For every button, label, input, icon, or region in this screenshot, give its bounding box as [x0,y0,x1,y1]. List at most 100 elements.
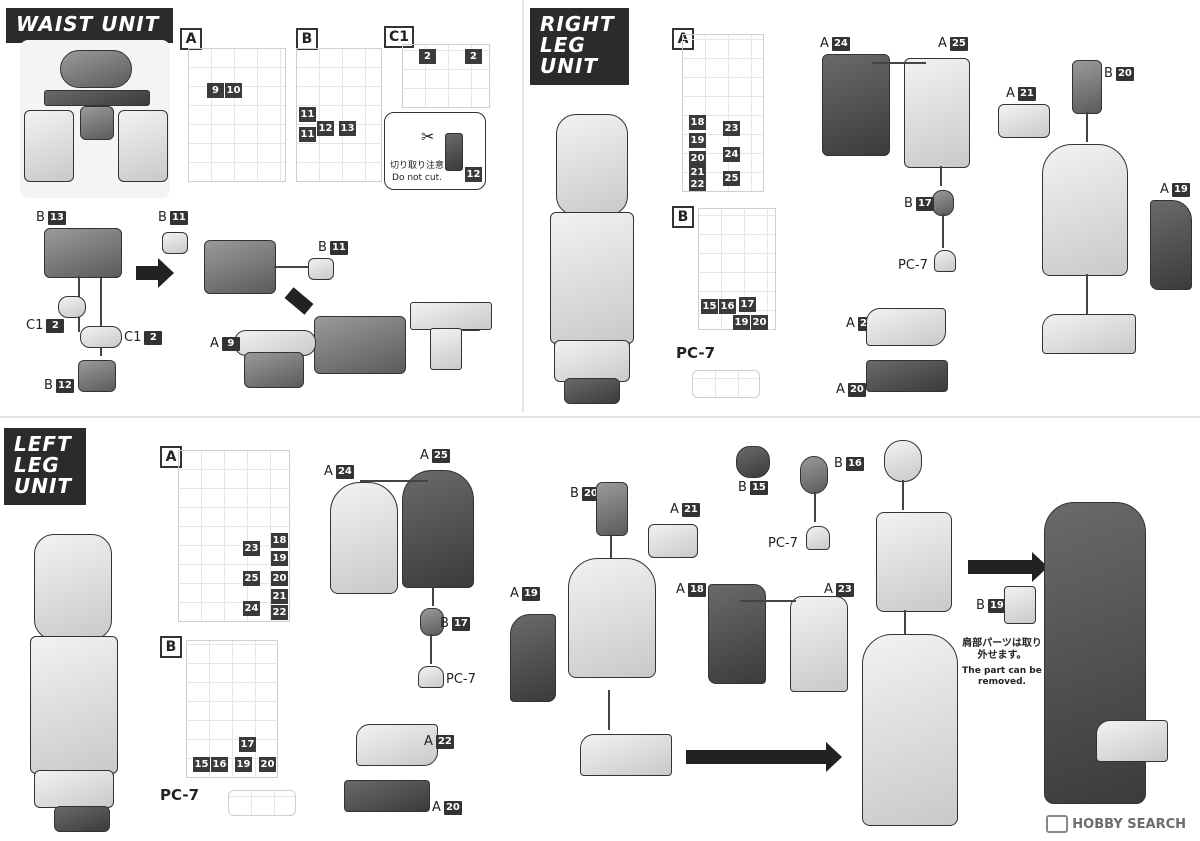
waist-part-b11-left [162,232,188,254]
left-leg-runner-b-num: 16 [211,757,228,772]
left-leg-guide-line [360,480,428,482]
lower-guide-line [814,492,816,522]
panel-divider-vertical [522,0,524,412]
waist-callout-part [445,133,463,171]
waist-runner-c1-label: C1 [384,26,414,48]
waist-unit-panel: WAIST UNIT A 9 10 B 11 12 13 11 C1 2 2 ✂… [0,0,518,412]
right-leg-unit-panel: RIGHT LEG UNIT A 18 19 20 21 22 23 24 25… [526,0,1200,412]
lower-part-final-foot [1096,720,1168,762]
right-leg-part-assembled [1042,144,1128,276]
right-leg-title: RIGHT LEG UNIT [530,8,629,85]
waist-figure-right-thigh [118,110,168,182]
lower-guide-line [740,600,796,602]
left-leg-runner-b-num: 17 [239,737,256,752]
right-leg-runner-a-num: 20 [689,151,706,166]
waist-guide-line [274,266,308,268]
removable-note-jp: 肩部パーツは取り外せます。 [962,638,1042,661]
lower-part-pc7 [806,526,830,550]
waist-reference-figure [20,40,170,198]
lower-part-assembled [568,558,656,678]
left-leg-runner-a-num: 21 [271,589,288,604]
lower-guide-line [902,480,904,510]
right-leg-part-a20 [866,360,948,392]
lower-part-a19 [510,614,556,702]
right-leg-runner-b-num: 16 [719,299,736,314]
right-leg-runner-a-num: 23 [723,121,740,136]
waist-runner-a-num: 10 [225,83,242,98]
right-leg-part-a24 [822,54,890,156]
right-leg-title-line: UNIT [540,54,599,78]
waist-callout-jp: 切り取り注意 [389,161,444,171]
left-leg-runner-b-label: B [160,636,182,658]
right-leg-part-a19 [1150,200,1192,290]
left-leg-runner-a-num: 25 [243,571,260,586]
waist-figure-crotch [80,106,114,140]
waist-runner-b-num: 11 [299,107,316,122]
lower-step-arrow-bottom [686,742,842,772]
lower-part-b16 [800,456,828,494]
waist-figure-left-thigh [24,110,74,182]
waist-step-arrow-diagonal [284,287,314,315]
right-leg-runner-a-num: 21 [689,165,706,180]
waist-runner-b-label: B [296,28,318,50]
right-leg-figure-foot [564,378,620,404]
right-leg-guide-line [940,166,942,186]
waist-part-a9-base [244,352,304,388]
waist-part-a10 [410,302,492,330]
left-leg-part-b17 [420,608,444,636]
lower-guide-line [610,534,612,558]
waist-step-arrow [136,258,174,288]
lower-guide-line [904,610,906,634]
waist-runner-a-label: A [180,28,202,50]
left-leg-part-a25 [402,470,474,588]
right-leg-runner-b-num: 17 [739,297,756,312]
lower-guide-line [608,690,610,730]
lower-part-b20 [596,482,628,536]
right-leg-title-line: RIGHT [540,12,615,36]
waist-callout-en: Do not cut. [392,173,442,183]
left-leg-unit-panel: LEFT LEG UNIT A 23 18 19 25 20 21 24 22 … [0,420,480,841]
waist-part-assembled-2 [314,316,406,374]
right-leg-runner-a: 18 19 20 21 22 23 24 25 [682,34,764,192]
right-leg-part-foot [1042,314,1136,354]
right-leg-guide-line [1086,274,1088,314]
right-leg-part-pc7 [934,250,956,272]
right-leg-guide-line [942,214,944,248]
waist-runner-b-num: 13 [339,121,356,136]
right-leg-title-line: LEG [540,33,586,57]
left-leg-runner-b-num: 20 [259,757,276,772]
removable-note-en: The part can be removed. [962,666,1042,687]
waist-part-b13 [44,228,122,278]
left-leg-figure-shin [30,636,118,774]
left-leg-runner-a-num: 23 [243,541,260,556]
panel-divider-horizontal [0,416,1200,418]
left-leg-runner-a-num: 18 [271,533,288,548]
lower-part-a23 [790,596,848,692]
left-leg-pc-runner [228,790,296,816]
right-leg-runner-a-num: 24 [723,147,740,162]
waist-do-not-cut-callout: ✂ 切り取り注意 Do not cut. 12 [384,112,486,190]
waist-callout-num: 12 [465,167,482,182]
right-leg-runner-b: 15 16 17 19 20 [698,208,776,330]
waist-runner-c1: 2 2 [402,44,490,108]
left-leg-runner-a-num: 19 [271,551,288,566]
right-leg-part-a21 [998,104,1050,138]
waist-part-a9 [234,330,316,356]
waist-part-c1-2-left [58,296,86,318]
waist-part-assembled-1 [204,240,276,294]
waist-runner-c1-num: 2 [465,49,482,64]
